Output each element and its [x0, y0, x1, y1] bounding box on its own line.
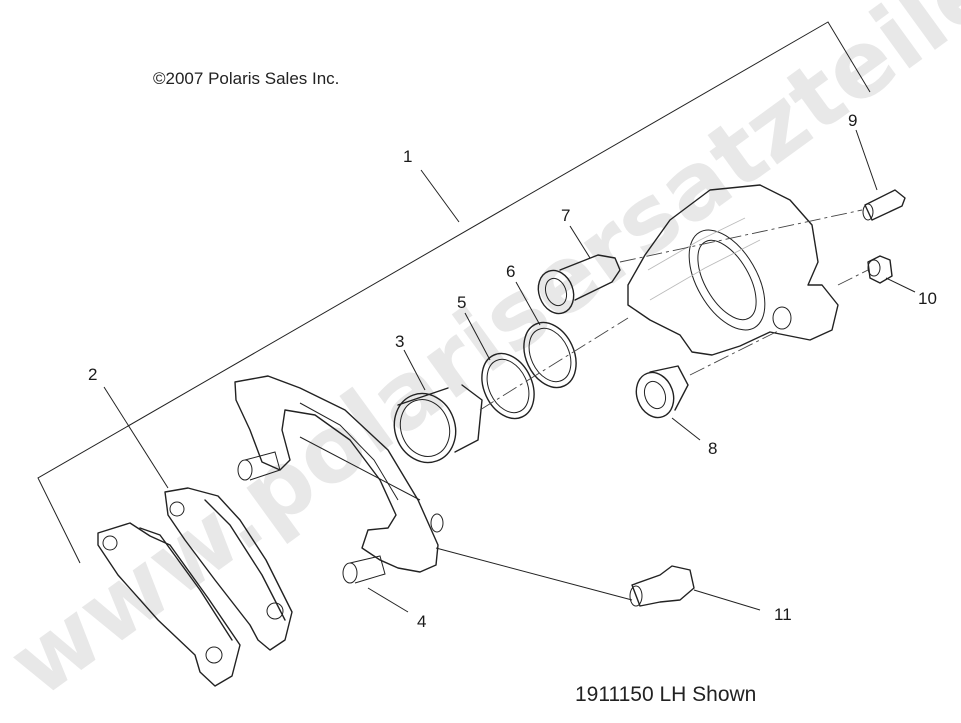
- brake-pad-pair: [97, 487, 293, 687]
- copyright-text: ©2007 Polaris Sales Inc.: [153, 69, 339, 88]
- callout-9: 9: [848, 111, 857, 130]
- dust-seal-ring: [481, 352, 535, 420]
- pin-boot: [635, 365, 689, 419]
- bleeder-valve: [862, 189, 906, 221]
- callout-5: 5: [457, 293, 466, 312]
- callout-3: 3: [395, 332, 404, 351]
- callout-8: 8: [708, 439, 717, 458]
- callout-10: 10: [918, 289, 937, 308]
- caliper-bracket: [234, 375, 444, 584]
- piston-seal-ring: [523, 321, 577, 389]
- callout-11: 11: [774, 605, 792, 624]
- callout-2: 2: [88, 365, 97, 384]
- center-lines: [479, 209, 869, 411]
- callout-6: 6: [506, 262, 515, 281]
- caliper-piston: [393, 384, 483, 464]
- assembly-bracket: [37, 21, 871, 564]
- callout-4: 4: [417, 612, 426, 631]
- drawing-caption: 1911150 LH Shown: [575, 683, 756, 706]
- bleeder-cap: [867, 255, 893, 284]
- slide-pin-boot: [537, 254, 621, 315]
- callout-7: 7: [561, 206, 570, 225]
- mounting-bolt: [629, 565, 695, 607]
- callout-1: 1: [403, 147, 412, 166]
- caliper-housing: [627, 184, 839, 356]
- callout-leaders: [103, 129, 916, 613]
